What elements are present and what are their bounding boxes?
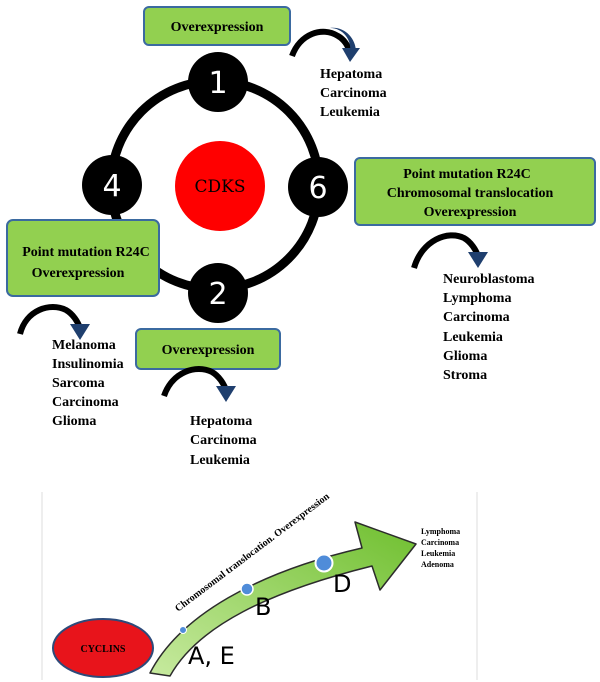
curved-arrow-2 [161, 366, 236, 402]
list-item: Glioma [443, 349, 487, 364]
svg-text:Overexpression: Overexpression [32, 266, 125, 281]
phase-dot-ae [179, 626, 187, 634]
node-6: 6 [288, 157, 348, 217]
svg-text:Overexpression: Overexpression [171, 20, 264, 35]
node-4-number: 4 [102, 169, 121, 204]
node-1-number: 1 [208, 66, 227, 101]
list-item: Hepatoma [320, 67, 382, 82]
phase-dot-b [240, 582, 254, 596]
cancer-list-node-1: Hepatoma Carcinoma Leukemia [320, 67, 387, 120]
curved-arrow-4 [17, 304, 90, 340]
node-1: 1 [188, 52, 248, 112]
list-item: Lymphoma [443, 291, 511, 306]
list-item: Stroma [443, 368, 487, 383]
list-item: Carcinoma [320, 86, 387, 101]
list-item: Sarcoma [52, 376, 105, 391]
cdks-label: CDKS [195, 177, 246, 197]
node-2: 2 [188, 263, 248, 323]
box-node-1: Overexpression [143, 6, 291, 46]
cyclins-cancer-list: Lymphoma Carcinoma Leukemia Adenoma [421, 527, 460, 569]
svg-text:Overexpression: Overexpression [424, 205, 517, 220]
svg-text:Overexpression: Overexpression [162, 343, 255, 358]
list-item: Leukemia [443, 330, 503, 345]
box-node-6: Point mutation R24C Chromosomal transloc… [354, 157, 596, 226]
list-item: Leukemia [190, 453, 250, 468]
list-item: Lymphoma [421, 527, 460, 536]
list-item: Adenoma [421, 560, 454, 569]
node-4: 4 [82, 155, 142, 215]
list-item: Carcinoma [421, 538, 459, 547]
phase-label-b: B [255, 593, 271, 621]
svg-text:Chromosomal translocation: Chromosomal translocation [387, 186, 554, 201]
list-item: Glioma [52, 414, 96, 429]
list-item: Carcinoma [443, 310, 510, 325]
list-item: Leukemia [421, 549, 455, 558]
svg-text:Point mutation R24C: Point mutation R24C [22, 245, 150, 260]
list-item: Neuroblastoma [443, 272, 535, 287]
curved-arrow-6 [411, 232, 488, 269]
list-item: Leukemia [320, 105, 380, 120]
cancer-list-node-4: Melanoma Insulinomia Sarcoma Carcinoma G… [52, 338, 124, 429]
node-6-number: 6 [308, 171, 327, 206]
cyclins-label: CYCLINS [80, 644, 125, 655]
cyclins-oval [52, 618, 154, 678]
list-item: Carcinoma [52, 395, 119, 410]
cancer-list-node-6: Neuroblastoma Lymphoma Carcinoma Leukemi… [443, 272, 535, 383]
phase-label-ae: A, E [188, 642, 235, 670]
list-item: Hepatoma [190, 414, 252, 429]
phase-label-d: D [333, 570, 351, 598]
growth-arrow [149, 521, 417, 677]
node-2-number: 2 [208, 277, 227, 312]
list-item: Carcinoma [190, 433, 257, 448]
phase-dot-d [314, 553, 334, 573]
box-node-4: Point mutation R24C Overexpression [6, 219, 160, 297]
cdks-center [175, 141, 265, 231]
box-node-2: Overexpression [135, 328, 281, 370]
list-item: Insulinomia [52, 357, 124, 372]
curved-arrow-1 [289, 27, 360, 62]
cancer-list-node-2: Hepatoma Carcinoma Leukemia [190, 414, 257, 468]
svg-text:Point mutation R24C: Point mutation R24C [403, 167, 531, 182]
list-item: Melanoma [52, 338, 116, 353]
